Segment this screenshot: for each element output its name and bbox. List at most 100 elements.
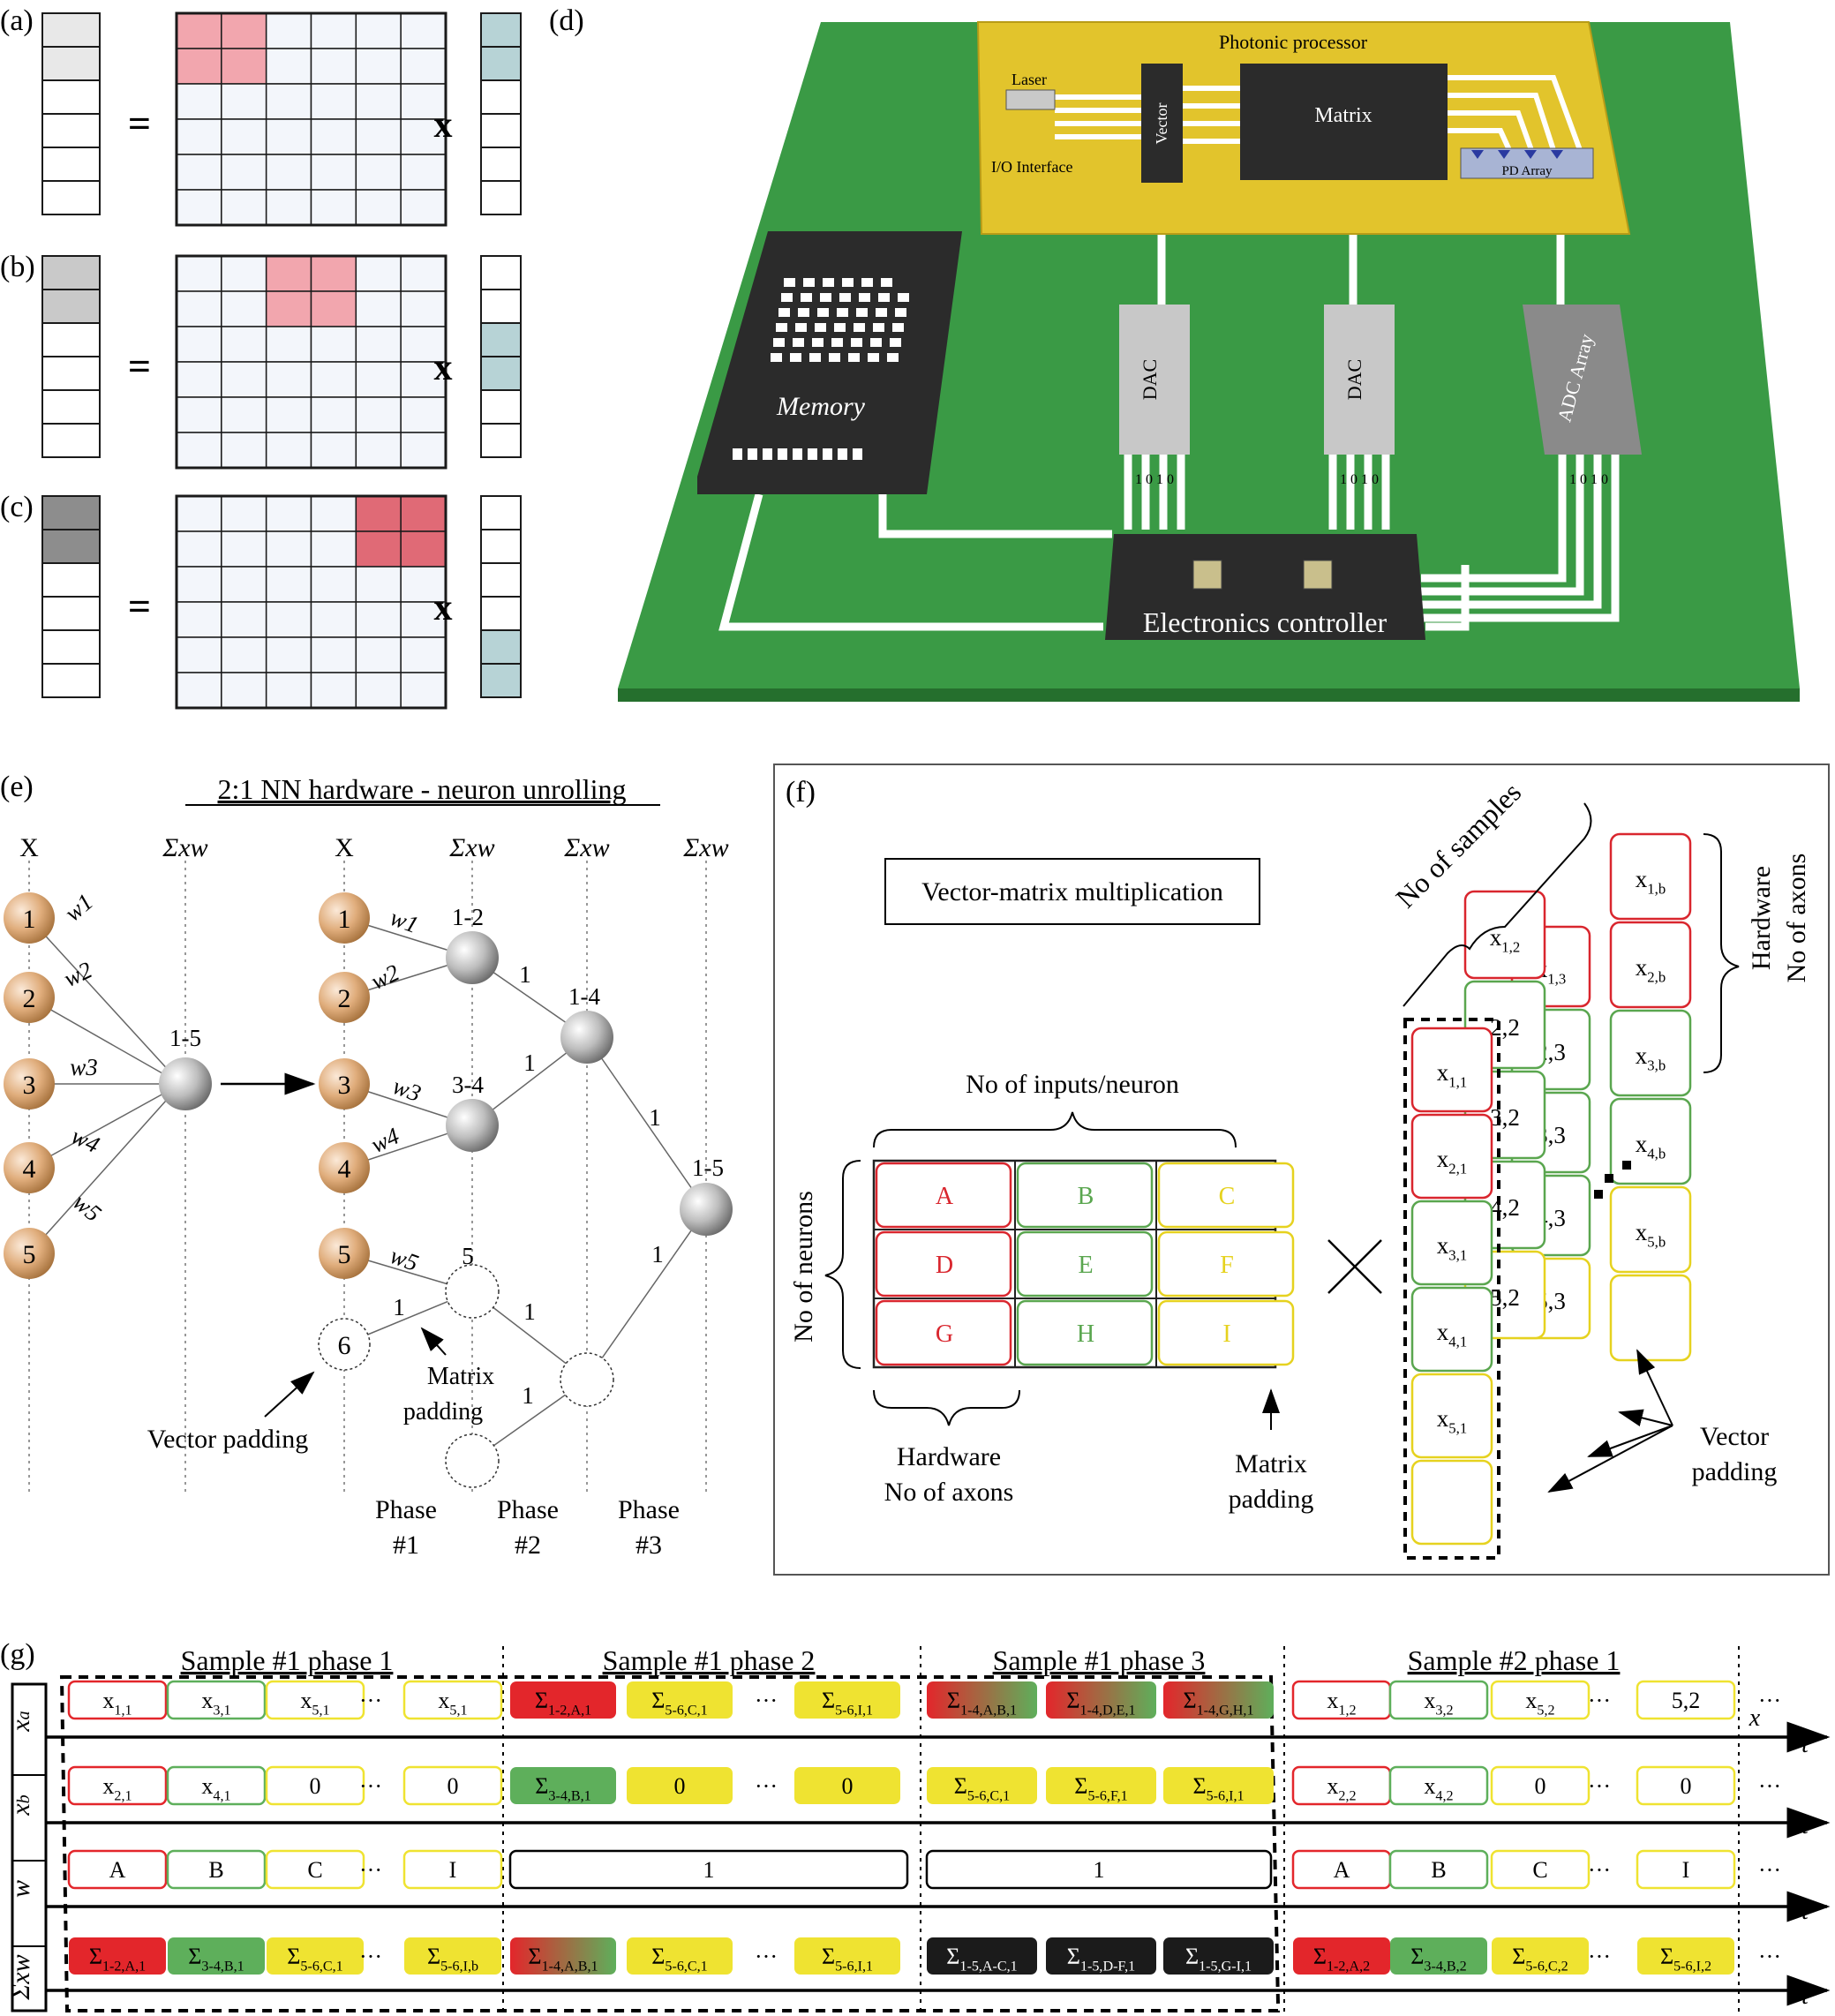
memory-pad [801, 293, 812, 302]
matrix-cell [265, 396, 312, 433]
input-vector-cell [480, 562, 522, 598]
xa-cell [794, 1681, 900, 1719]
sxw-cell-label: Σ1-5,D-F,1 [1067, 1944, 1135, 1974]
vector-label: Vector [1153, 103, 1170, 145]
vector-element-label: x1,b [1636, 866, 1666, 898]
xa-cell-label: x5,1 [438, 1688, 467, 1718]
matrix-cell [176, 12, 222, 49]
input-neuron-label: 4 [338, 1155, 351, 1184]
io-interface-label: I/O Interface [991, 158, 1072, 176]
matrix-cell [176, 48, 222, 85]
input-vector-cell [480, 12, 522, 48]
memory-pad [868, 353, 879, 362]
matrix-cell [176, 326, 222, 363]
w-cell-label: B [1431, 1857, 1446, 1883]
matrix-cell [310, 255, 357, 292]
weight-label: w4 [367, 1123, 403, 1159]
electronics-controller-label: Electronics controller [1143, 606, 1388, 638]
w-cell [265, 1849, 365, 1890]
matrix-cell [400, 154, 447, 191]
padding-neuron [445, 1433, 500, 1488]
dac-2-bits: 1 0 1 0 [1340, 472, 1379, 487]
matrix-cell [355, 290, 402, 327]
result-vector-cell [41, 356, 101, 391]
matrix-cell [176, 601, 222, 638]
memory-pad [773, 338, 785, 347]
input-vector-cell [480, 113, 522, 148]
xa-cell [627, 1681, 733, 1719]
electronics-controller [1105, 534, 1425, 640]
matrix-cell [400, 189, 447, 226]
matrix-cell [310, 530, 357, 568]
vector-padding-label: Vector padding [147, 1425, 308, 1454]
sxw-cell-label: Σ5-6,I,b [427, 1944, 478, 1974]
sum-header: Σxw [162, 833, 207, 862]
matrix-cell [221, 530, 267, 568]
w-cell-label: I [449, 1857, 457, 1883]
xb-cell-label: 0 [674, 1773, 686, 1799]
xb-cell-label: 0 [447, 1773, 459, 1799]
memory-pad [895, 308, 906, 317]
matrix-cell [400, 432, 447, 469]
memory-pad [834, 323, 846, 332]
result-vector-cell [41, 423, 101, 458]
adc-bits: 1 0 1 0 [1569, 472, 1608, 487]
result-vector-cell [41, 46, 101, 81]
dac-1-bits: 1 0 1 0 [1135, 472, 1174, 487]
memory-pad [798, 308, 809, 317]
input-neuron-label: 3 [338, 1071, 351, 1100]
ellipsis: ··· [359, 1944, 382, 1969]
memory-pads [733, 278, 909, 460]
result-vector-cell [41, 596, 101, 631]
matrix-cell [221, 326, 267, 363]
w-cell-label: 1 [1094, 1857, 1105, 1883]
vector-element-label: x5,1 [1437, 1405, 1467, 1437]
memory-pad [870, 338, 882, 347]
vector-element-label: x4,b [1636, 1131, 1666, 1162]
xb-cell [402, 1765, 503, 1806]
hidden-neuron [446, 931, 499, 984]
layer-edge [586, 1208, 707, 1380]
matrix-cell [310, 361, 357, 398]
node-label: 1-2 [452, 904, 484, 930]
sxw-cell [1390, 1937, 1487, 1975]
memory-pad [851, 338, 862, 347]
sum-header: Σxw [682, 833, 728, 862]
memory-pad [776, 323, 787, 332]
hidden-neuron [560, 1011, 613, 1064]
vector-padding-arrow [1618, 1409, 1673, 1427]
matrix-element-label: C [1219, 1183, 1236, 1210]
padding-neuron [318, 1318, 371, 1371]
vector-element-label: 4,2 [1490, 1194, 1520, 1221]
matrix-cell [221, 495, 267, 532]
matrix-cell [355, 601, 402, 638]
node-label: 5 [462, 1243, 474, 1269]
sxw-cell-label: Σ3-4,B,1 [188, 1944, 244, 1974]
weight-edge [28, 1083, 182, 1169]
matrix-border [175, 11, 447, 227]
matrix-cell [221, 189, 267, 226]
result-vector-cell [41, 663, 101, 698]
vmm-label-box [884, 858, 1260, 925]
result-vector-cell [41, 389, 101, 425]
matrix-cell [176, 396, 222, 433]
xa-cell-label: Σ5-6,I,1 [822, 1688, 873, 1718]
result-vector-cell [41, 180, 101, 215]
vector-element-label: 2,2 [1490, 1014, 1520, 1041]
vector-element [1609, 832, 1692, 921]
padding-neuron [560, 1352, 614, 1407]
vector-element [1410, 1027, 1493, 1113]
edge-weight-one: 1 [522, 1382, 534, 1409]
panel-label-a: (a) [0, 4, 34, 37]
matrix-cell [355, 118, 402, 155]
no-neurons-label: No of neurons [789, 1191, 818, 1343]
sum-header: Σxw [563, 833, 609, 862]
w-cell-label: A [1334, 1857, 1350, 1883]
vector-element-label: x1,1 [1437, 1059, 1467, 1091]
vector-element-label: x4,1 [1437, 1319, 1467, 1350]
dac-1 [1119, 305, 1190, 455]
xb-cell-label: x2,1 [102, 1773, 132, 1803]
edge-weight-one: 1 [519, 961, 531, 988]
